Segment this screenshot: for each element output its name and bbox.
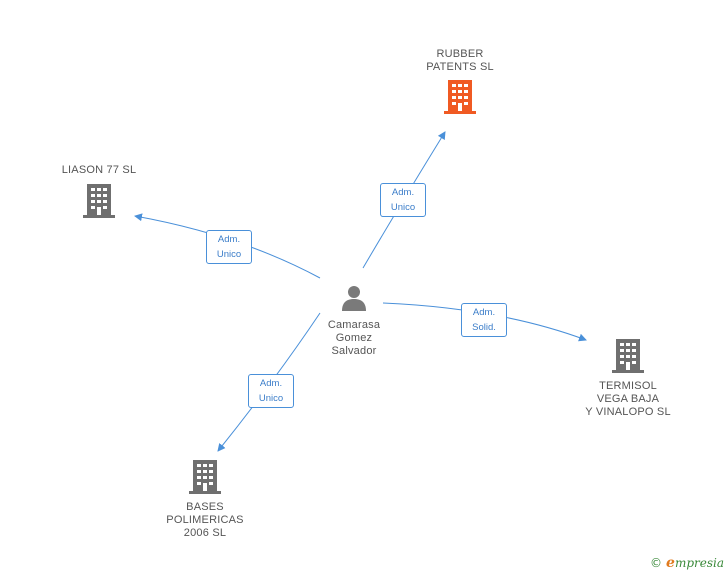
person-label: Camarasa Gomez Salvador — [327, 319, 381, 357]
company-node-bases-polimericas[interactable]: BASES POLIMERICAS 2006 SL — [150, 458, 260, 540]
relation-label-rubber[interactable]: Adm. Unico — [380, 183, 426, 217]
brand-name: mpresia — [674, 556, 724, 570]
brand-footer: ©empresia — [650, 555, 724, 571]
relation-label-bases[interactable]: Adm. Unico — [248, 374, 294, 408]
company-node-termisol[interactable]: TERMISOL VEGA BAJA Y VINALOPO SL — [566, 337, 690, 419]
company-label: LIASON 77 SL — [61, 164, 137, 176]
brand-initial: e — [666, 555, 675, 571]
company-label: BASES POLIMERICAS 2006 SL — [166, 501, 244, 539]
company-node-rubber-patents[interactable]: RUBBER PATENTS SL — [402, 48, 518, 118]
person-icon — [342, 286, 366, 311]
relation-label-termisol[interactable]: Adm. Solid. — [461, 303, 507, 337]
copyright-icon: © — [650, 556, 663, 570]
building-icon — [444, 80, 476, 114]
company-node-liason-77[interactable]: LIASON 77 SL — [44, 164, 154, 222]
building-icon — [83, 184, 115, 218]
building-icon — [189, 460, 221, 494]
building-icon — [612, 339, 644, 373]
company-label: RUBBER PATENTS SL — [426, 48, 494, 73]
person-node[interactable]: Camarasa Gomez Salvador — [300, 284, 408, 358]
company-label: TERMISOL VEGA BAJA Y VINALOPO SL — [585, 380, 671, 418]
relation-label-liason[interactable]: Adm. Unico — [206, 230, 252, 264]
